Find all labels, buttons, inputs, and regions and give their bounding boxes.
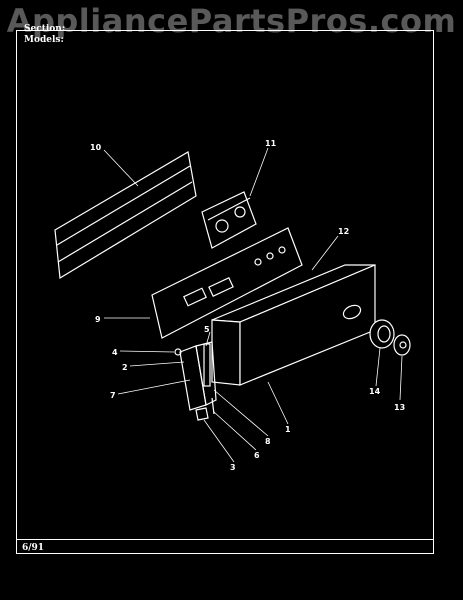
part-4-screw — [174, 348, 182, 356]
part-5-bracket — [203, 343, 211, 387]
part-14-knob-skirt — [369, 319, 395, 349]
leader-7 — [117, 379, 191, 395]
callout-5: 5 — [204, 325, 210, 334]
leader-14 — [375, 347, 381, 387]
leader-12 — [311, 235, 339, 271]
callout-4: 4 — [112, 348, 118, 357]
part-9-control-panel — [151, 227, 303, 339]
leader-4 — [119, 350, 175, 353]
models-label: Models: — [24, 35, 64, 45]
part-12-console-body — [211, 264, 376, 386]
leader-10 — [103, 149, 139, 187]
leader-1 — [267, 381, 289, 425]
watermark: AppliancePartsPros.com — [6, 2, 457, 40]
section-line: Section: — [24, 24, 65, 35]
leader-11 — [249, 147, 269, 197]
part-10-rear-panel — [54, 151, 197, 280]
callout-9: 9 — [95, 315, 101, 324]
leader-5 — [205, 331, 211, 347]
callout-1: 1 — [285, 425, 291, 434]
callout-6: 6 — [254, 451, 260, 460]
callout-10: 10 — [90, 143, 102, 152]
part-11-control-module — [201, 191, 257, 249]
leader-3 — [203, 419, 235, 463]
footer-box — [16, 540, 434, 554]
callout-8: 8 — [265, 437, 271, 446]
models-line: Models: — [24, 35, 65, 46]
leader-2 — [129, 361, 185, 367]
part-13-knob — [393, 334, 411, 356]
callout-13: 13 — [394, 403, 405, 412]
callout-12: 12 — [338, 227, 349, 236]
section-label: Section: — [24, 24, 66, 34]
leader-6 — [213, 411, 257, 451]
leader-13 — [399, 355, 403, 401]
footer-date: 6/91 — [22, 543, 45, 553]
callout-11: 11 — [265, 139, 277, 148]
part-6-screw — [211, 397, 215, 415]
callout-14: 14 — [369, 387, 381, 396]
callout-2: 2 — [122, 363, 128, 372]
callout-3: 3 — [230, 463, 236, 472]
diagram-header: Section: Models: — [24, 24, 65, 46]
diagram-frame — [16, 30, 434, 540]
part-3-clip — [195, 407, 209, 421]
part-2-end-cap — [179, 341, 217, 411]
leader-8 — [213, 389, 269, 437]
callout-7: 7 — [110, 391, 116, 400]
